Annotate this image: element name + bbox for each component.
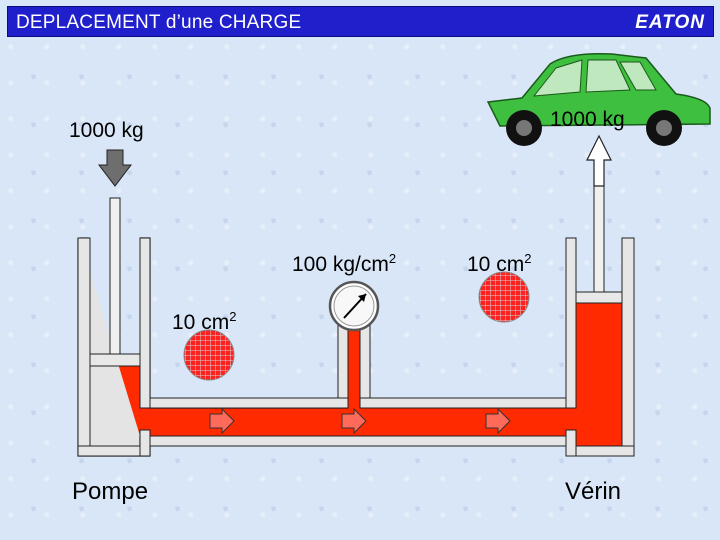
area-grid-right [478, 271, 530, 323]
cylinder-label: Vérin [565, 478, 622, 505]
flow-arrow-icon [341, 407, 367, 435]
area-label-right: 10 cm2 [467, 251, 531, 277]
area-left-exponent: 2 [229, 309, 237, 324]
flow-arrows [209, 407, 511, 435]
car-icon [486, 52, 711, 146]
flow-arrow-icon [209, 407, 235, 435]
down-arrow-icon [97, 149, 133, 187]
eaton-logo: EATON [635, 12, 705, 33]
area-grid-left [183, 329, 235, 381]
up-arrow-icon [586, 134, 612, 187]
title-bar: DEPLACEMENT d’une CHARGE EATON [7, 6, 714, 37]
area-right-value: 10 cm [467, 253, 525, 276]
pump-label: Pompe [72, 478, 149, 505]
area-right-exponent: 2 [524, 251, 532, 266]
cylinder-piston [575, 185, 623, 304]
pump-piston [89, 197, 141, 367]
pressure-exponent: 2 [388, 251, 397, 266]
pressure-gauge-icon [328, 280, 380, 332]
load-label-car: 1000 kg [550, 108, 625, 131]
pressure-value: 100 kg/cm [292, 253, 389, 276]
slide-title: DEPLACEMENT d’une CHARGE [16, 12, 302, 33]
pressure-label: 100 kg/cm2 [292, 251, 396, 277]
load-label-left: 1000 kg [69, 119, 144, 142]
area-left-value: 10 cm [172, 311, 230, 334]
flow-arrow-icon [485, 407, 511, 435]
cylinder-walls [565, 237, 635, 457]
area-label-left: 10 cm2 [172, 309, 236, 335]
pump-walls [77, 237, 151, 457]
